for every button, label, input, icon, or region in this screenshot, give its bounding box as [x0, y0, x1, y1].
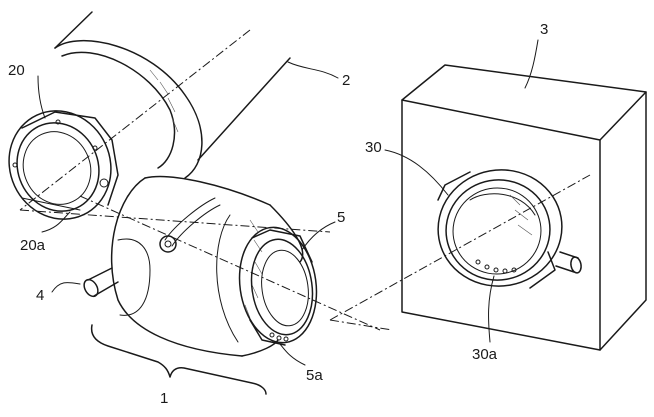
- camera-body-inner-edge: [61, 51, 176, 169]
- adapter-mount-bayonet-tabs: [437, 171, 556, 289]
- adapter-mount-outer-ring: [437, 169, 563, 287]
- leader-5a: [279, 343, 306, 366]
- lens-barrel-top-edge: [144, 175, 271, 206]
- leader-5: [301, 221, 336, 251]
- label-body-mount-pins: 20a: [20, 237, 46, 254]
- adapter-mount-inner-ring: [445, 179, 551, 281]
- adapter-lock-pin-end: [570, 256, 582, 274]
- label-adapter-device: 3: [540, 21, 548, 38]
- lens-mount-bayonet-tab-top: [251, 229, 313, 263]
- adapter-lock-pin: [555, 251, 582, 274]
- adapter-mount-contact: [484, 264, 490, 270]
- camera-body-right-edge: [197, 57, 291, 161]
- adapter-mount: [437, 169, 563, 289]
- axis-transfer-top: [19, 209, 331, 233]
- adapter-mount-contact: [493, 267, 499, 273]
- adapter-mount-contact: [511, 267, 517, 273]
- label-body-mount: 20: [8, 62, 25, 79]
- lens-optical-axis: [79, 195, 381, 331]
- lens-barrel-rear-outline: [110, 177, 243, 357]
- camera-body-top-edge: [54, 11, 93, 49]
- body-mount-inner-ring: [16, 122, 100, 212]
- leader-20a: [41, 211, 71, 233]
- lens-aperture-knob-center: [164, 240, 172, 248]
- adapter-box-top-face: [401, 64, 647, 141]
- lens-barrel-rear-ring: [117, 238, 151, 316]
- label-lens-mount: 5: [337, 209, 345, 226]
- label-assembly: 1: [160, 390, 168, 407]
- lens-mount-bore: [261, 249, 309, 327]
- optical-axes: [19, 29, 591, 331]
- leader-30a: [488, 275, 495, 343]
- body-mount-screw: [92, 145, 98, 151]
- label-camera-body: 2: [342, 72, 350, 89]
- label-adapter-mount: 30: [365, 139, 382, 156]
- lens-mount: [238, 226, 318, 346]
- label-adapter-mount-pins: 30a: [472, 346, 498, 363]
- lens-barrel-bottom-edge: [241, 339, 279, 357]
- camera-optical-axis: [19, 29, 251, 211]
- adapter-box-side-face: [599, 91, 647, 351]
- adapter-lock-pin-shaft: [555, 251, 579, 273]
- leader-lines: [37, 39, 539, 366]
- adapter-box-front-face: [401, 99, 601, 351]
- adapter-mount-interior-edge: [469, 193, 536, 216]
- camera-body-shading: [149, 69, 179, 133]
- adapter-mount-shading: [509, 194, 533, 236]
- label-lens-button: 4: [36, 287, 44, 304]
- body-mount-screw: [12, 162, 18, 168]
- release-button-end: [83, 278, 99, 298]
- body-mount-contact-strip: [21, 197, 81, 211]
- body-mount-bayonet-tabs: [21, 111, 119, 206]
- lens-unit: [110, 175, 304, 357]
- lens-mount-outer-ring: [238, 226, 318, 344]
- camera-body-flange: [54, 40, 203, 179]
- lens-focus-slot: [164, 197, 216, 241]
- adapter-mount-contact: [502, 268, 508, 274]
- body-mount: [8, 110, 119, 220]
- lens-unit-bracket: [90, 324, 267, 395]
- adapter-box: [401, 64, 647, 351]
- leader-20: [37, 75, 46, 119]
- lens-release-button: [83, 267, 119, 298]
- leader-4: [51, 281, 81, 293]
- body-mount-bore: [22, 131, 92, 205]
- lens-barrel-front-shoulder: [269, 204, 304, 263]
- adapter-optical-axis: [329, 174, 591, 321]
- lens-mount-inner-ring: [250, 238, 314, 336]
- body-mount-outer-ring: [8, 110, 112, 220]
- lens-barrel-front-ring: [216, 214, 239, 343]
- leader-2: [287, 61, 339, 79]
- lens-mount-contact: [276, 335, 282, 341]
- body-mount-screw: [55, 119, 61, 125]
- lens-aperture-knob: [159, 235, 177, 253]
- leader-3: [524, 39, 539, 89]
- lens-barrel-shading: [244, 219, 263, 319]
- axis-transfer-bottom: [329, 319, 393, 331]
- leader-30: [384, 149, 449, 196]
- label-lens-mount-pins: 5a: [306, 367, 323, 384]
- adapter-mount-contact: [475, 259, 481, 265]
- lens-mount-bayonet-tab-bottom: [249, 319, 286, 346]
- lens-mount-contact: [283, 336, 289, 342]
- camera-body: [54, 11, 291, 179]
- body-mount-lock-pin: [99, 178, 109, 188]
- lens-mount-contact: [269, 332, 275, 338]
